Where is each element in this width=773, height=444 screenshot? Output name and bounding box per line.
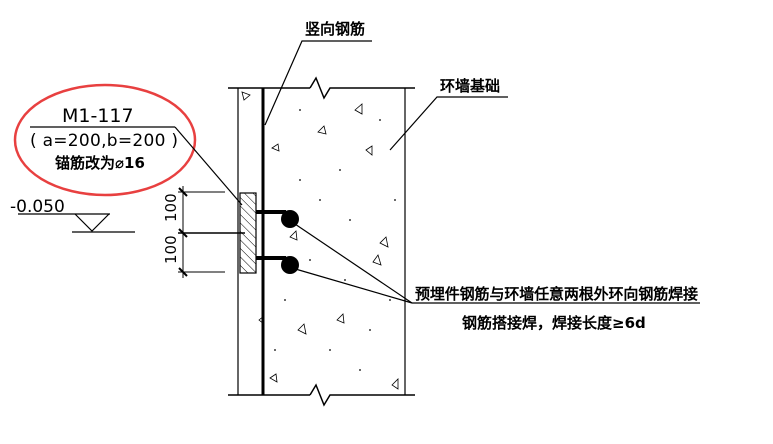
- ring-wall-label: 环墙基础: [440, 77, 500, 95]
- elevation-label: -0.050: [10, 197, 65, 217]
- embed-id: M1-117: [62, 105, 134, 127]
- concrete-hatch: [241, 91, 399, 390]
- dimension-lower: 100: [162, 235, 180, 264]
- dimension-lines: [178, 186, 245, 278]
- weld-leaders: [291, 221, 700, 304]
- elevation-symbol: [18, 213, 135, 233]
- concrete-dots: [274, 109, 396, 371]
- hoop-rebar-lower: [281, 256, 299, 274]
- embed-leader: [174, 126, 243, 206]
- embed-size: ( a=200,b=200 ): [30, 131, 178, 151]
- ring-wall: [228, 76, 415, 407]
- dimension-upper: 100: [162, 193, 180, 222]
- vertical-rebar-label: 竖向钢筋: [305, 20, 365, 38]
- embedded-plate: [239, 192, 299, 274]
- highlight-circle: [13, 83, 197, 197]
- weld-note-line2: 钢筋搭接焊，焊接长度≥6d: [462, 314, 646, 332]
- weld-note-line1: 预埋件钢筋与环墙任意两根外环向钢筋焊接: [415, 285, 698, 303]
- anchor-note: 锚筋改为⌀16: [55, 154, 145, 172]
